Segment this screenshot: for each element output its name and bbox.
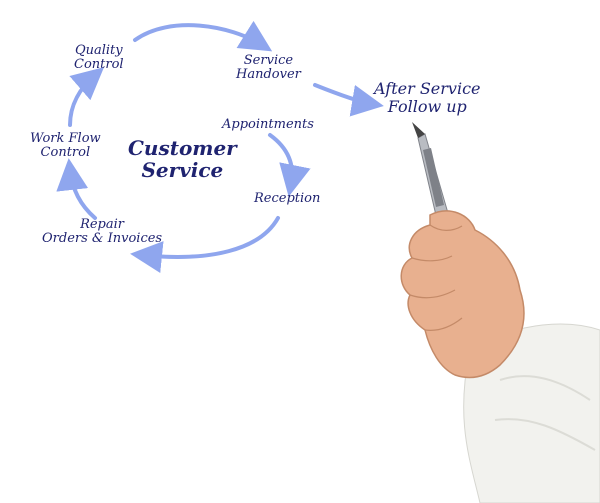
node-appointments-line1: Appointments [222, 117, 314, 132]
node-work-flow-control-line1: Work Flow [30, 131, 101, 146]
node-service-handover-line1: Service [243, 53, 294, 68]
node-reception: Reception [254, 191, 321, 206]
node-service-handover-line2: Handover [236, 67, 301, 83]
node-work-flow-control: Work Flow Control [30, 131, 101, 161]
node-appointments: Appointments [222, 117, 314, 132]
node-repair-orders-line1: Repair [80, 217, 125, 232]
node-reception-line1: Reception [254, 191, 321, 206]
node-quality-control-line1: Quality [74, 43, 123, 58]
center-title: Customer Service [128, 137, 237, 181]
node-work-flow-control-line2: Control [40, 145, 91, 161]
center-title-line2: Service [141, 158, 224, 182]
node-repair-orders-line2: Orders & Invoices [42, 231, 163, 247]
pen [412, 122, 451, 225]
hand [400, 210, 525, 379]
node-service-handover: Service Handover [236, 53, 301, 83]
arrow-appointments-to-reception [268, 133, 311, 197]
node-quality-control-line2: Control [74, 57, 124, 73]
arrow-reception-to-repair [130, 216, 280, 273]
node-after-service-line1: After Service [374, 79, 481, 98]
arrow-workflow-to-quality [68, 67, 105, 127]
node-after-service-follow-up: After Service Follow up [374, 80, 481, 115]
node-quality-control: Quality Control [74, 43, 124, 73]
center-title-line1: Customer [128, 136, 237, 160]
arrow-handover-to-after-service [313, 83, 384, 117]
arrow-repair-to-workflow [56, 158, 97, 220]
arrow-quality-to-handover [133, 20, 273, 52]
node-repair-orders-invoices: Repair Orders & Invoices [42, 217, 163, 247]
node-after-service-line2: Follow up [387, 96, 467, 116]
